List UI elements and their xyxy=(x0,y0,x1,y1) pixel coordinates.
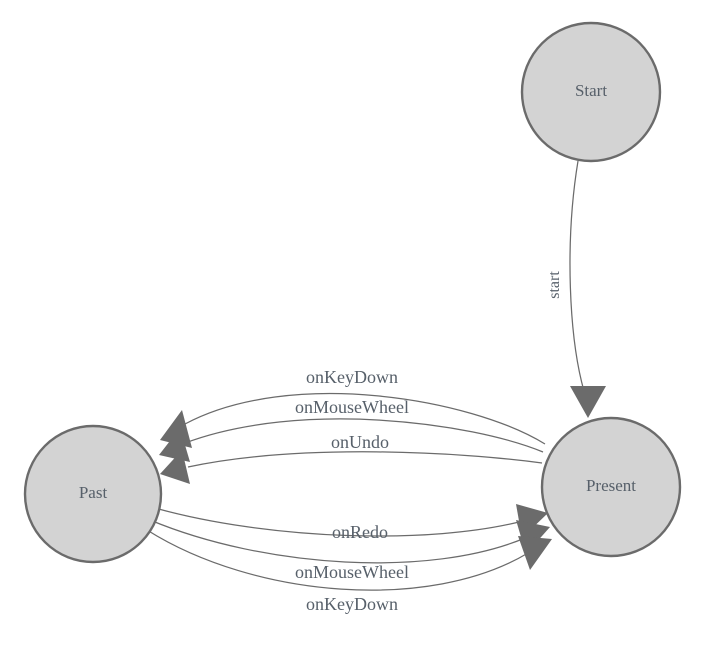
node-past[interactable]: Past xyxy=(23,424,163,564)
node-start-label: Start xyxy=(575,81,607,100)
edge-onmousewheel-undo-path xyxy=(184,418,544,453)
node-start[interactable]: Start xyxy=(520,21,662,163)
node-past-circle xyxy=(23,424,163,564)
edge-label-onkeydown-redo: onKeyDown xyxy=(306,594,398,614)
edge-start-arrowhead xyxy=(570,386,606,418)
node-past-label: Past xyxy=(79,483,108,502)
node-present-circle xyxy=(540,416,682,558)
edge-start-path xyxy=(569,160,587,399)
edge-onkeydown-redo-arrowhead xyxy=(518,536,552,570)
edge-onundo-path xyxy=(187,451,543,468)
edge-label-start: start xyxy=(546,271,563,299)
node-start-circle xyxy=(520,21,662,163)
edge-onkeydown-undo-arrowhead xyxy=(160,410,192,448)
node-present-label: Present xyxy=(586,476,636,495)
edge-label-onmousewheel-undo: onMouseWheel xyxy=(295,397,409,417)
node-present[interactable]: Present xyxy=(540,416,682,558)
edge-onkeydown-undo[interactable] xyxy=(160,392,546,448)
edge-start[interactable] xyxy=(569,160,606,418)
edge-label-onkeydown-undo: onKeyDown xyxy=(306,367,398,387)
edge-label-onredo: onRedo xyxy=(332,522,388,542)
edge-label-onundo: onUndo xyxy=(331,432,389,452)
edge-onredo-path xyxy=(154,507,524,537)
edge-onkeydown-redo[interactable] xyxy=(146,529,552,591)
edge-onkeydown-undo-path xyxy=(184,392,546,445)
edge-onmousewheel-redo-path xyxy=(149,519,526,564)
edge-onkeydown-redo-path xyxy=(146,529,529,591)
edge-label-onmousewheel-redo: onMouseWheel xyxy=(295,562,409,582)
edge-onundo[interactable] xyxy=(160,450,543,484)
edge-onundo-arrowhead xyxy=(160,450,190,484)
